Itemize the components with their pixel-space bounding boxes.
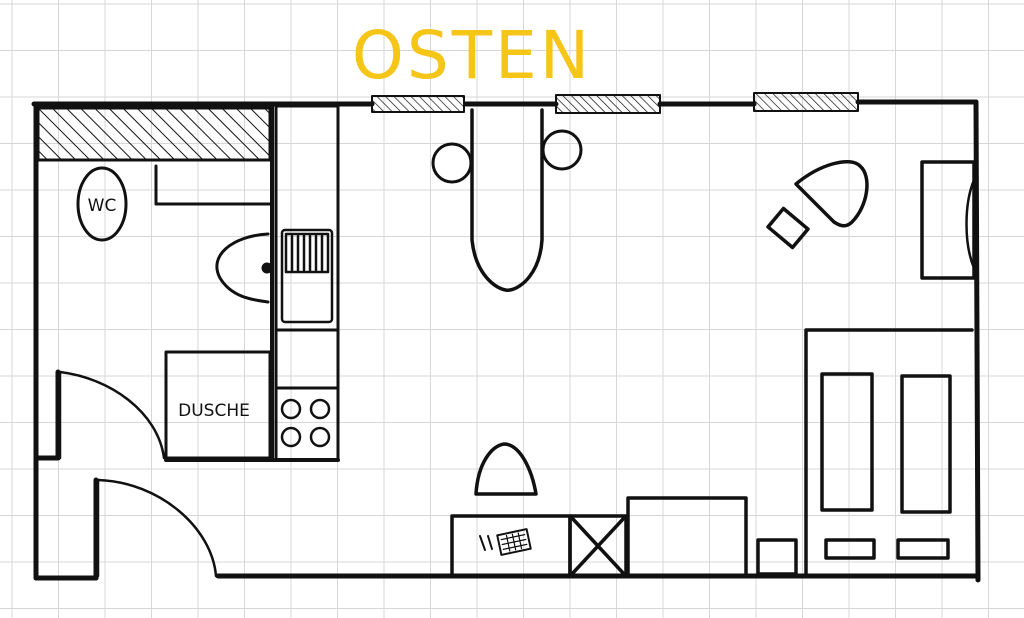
toilet [76, 166, 128, 242]
window-1 [371, 95, 465, 113]
chair-right [541, 129, 583, 171]
desk [450, 514, 572, 578]
bathroom-door [58, 370, 166, 460]
wc-label: WC [88, 196, 117, 216]
armchair [794, 160, 869, 228]
laptop-icon [479, 528, 532, 556]
window-2 [555, 94, 661, 114]
shower-label: DUSCHE [178, 401, 250, 421]
shower [164, 350, 272, 460]
window-3 [753, 92, 859, 112]
kitchen-sink [280, 228, 334, 324]
bed [804, 328, 974, 576]
kitchen-counter [274, 104, 340, 462]
outer-walls [31, 99, 981, 583]
ottoman [766, 206, 810, 250]
compass-title-east: OSTEN [352, 17, 592, 94]
stove [280, 398, 331, 448]
storage-box [568, 514, 628, 578]
nightstand [756, 538, 798, 576]
desk-chair [474, 442, 538, 496]
entrance-door [96, 478, 218, 578]
bathroom-sink [215, 232, 273, 304]
cabinet [626, 496, 748, 578]
dining-table [470, 108, 544, 292]
bathroom-counter [154, 164, 272, 206]
chair-left [431, 142, 473, 184]
bathroom-top-wall [36, 106, 272, 162]
dresser [920, 160, 976, 280]
